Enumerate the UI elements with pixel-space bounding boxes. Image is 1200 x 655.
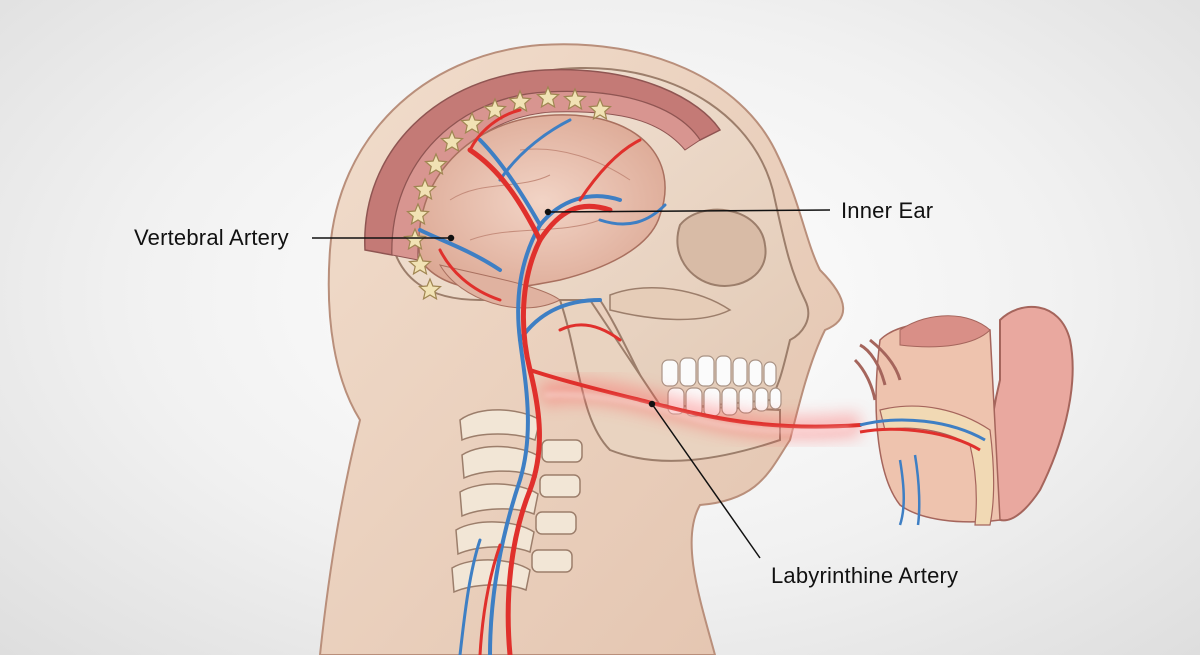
- leader-lines: [312, 208, 831, 559]
- suture-marker: [408, 252, 432, 276]
- suture-marker: [483, 97, 507, 121]
- cochlea: [879, 405, 995, 526]
- cheekbone: [609, 287, 732, 321]
- label-labyrinthine-artery: Labyrinthine Artery: [771, 563, 959, 588]
- cerebellum: [438, 264, 561, 309]
- label-inner-ear: Inner Ear: [841, 198, 934, 223]
- suture-marker: [424, 152, 448, 176]
- veins: [418, 118, 667, 655]
- suture-marker: [440, 129, 464, 153]
- ear-cross-section: [853, 306, 1074, 526]
- suture-marker: [406, 202, 430, 226]
- label-vertebral-artery: Vertebral Artery: [134, 225, 289, 250]
- suture-marker: [508, 89, 532, 113]
- suture-marker: [563, 87, 587, 111]
- outer-ear: [987, 306, 1074, 522]
- ear-tissue: [899, 315, 991, 348]
- suture-marker: [536, 85, 560, 109]
- suture-marker: [403, 227, 427, 251]
- leader-labyrinthine: [651, 403, 761, 559]
- skull-sutures: [403, 85, 612, 301]
- leader-inner-ear: [547, 209, 831, 213]
- suture-marker: [460, 111, 484, 135]
- suture-marker: [418, 277, 442, 301]
- suture-marker: [413, 177, 437, 201]
- suture-marker: [588, 97, 612, 121]
- artery-highlight: [544, 393, 851, 432]
